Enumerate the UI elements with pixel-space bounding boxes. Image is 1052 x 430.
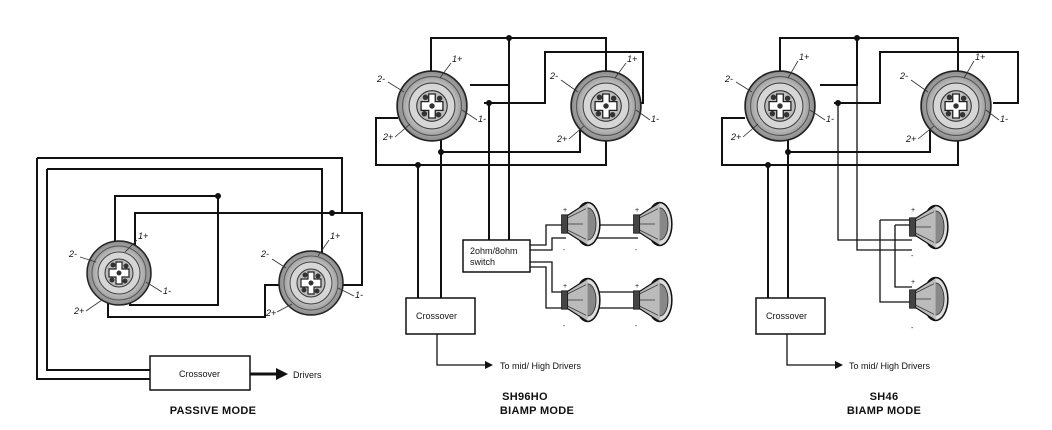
driver-plus-sh46-2: +: [911, 279, 915, 286]
woofer-driver-3: [560, 277, 601, 323]
terminal-1plus-sh96-r: 1+: [627, 54, 637, 64]
wire-sh46-d2a: [879, 220, 912, 303]
terminal-2minus-sh96-l: 2-: [376, 74, 385, 84]
driver-minus-3: -: [563, 323, 566, 330]
terminal-1minus-sh96-l: 1-: [478, 114, 486, 124]
wire-sh46-c: [721, 117, 959, 166]
wire-sw-d3a: [530, 261, 566, 293]
terminal-2plus-sh96-l: 2+: [382, 132, 393, 142]
driver-plus-3: +: [563, 283, 567, 290]
crossover-label-sh96: Crossover: [416, 311, 457, 321]
wire-sw-d3b: [530, 266, 566, 309]
terminal-1plus-right: 1+: [330, 231, 340, 241]
terminal-1minus-left: 1-: [163, 286, 171, 296]
speakon-connector-sh46-right: [920, 70, 992, 142]
terminal-1plus-sh96-l: 1+: [452, 54, 462, 64]
title-sh96ho: SH96HO: [502, 391, 548, 403]
to-mid-high-label-sh46: To mid/ High Drivers: [849, 361, 931, 371]
driver-minus-sh46-1: -: [911, 253, 914, 260]
woofer-driver-sh46-1: [908, 204, 949, 250]
woofer-driver-4: [632, 277, 673, 323]
wire-sh46-a: [820, 38, 858, 86]
driver-minus-4: -: [635, 323, 638, 330]
woofer-driver-1: [560, 201, 601, 247]
wire-sh96-d: [440, 128, 581, 153]
wire-sh96-a: [470, 38, 510, 86]
terminal-2minus-right: 2-: [260, 249, 269, 259]
wire-sh96-c: [375, 117, 607, 166]
terminal-2minus-sh46-r: 2-: [899, 71, 908, 81]
terminal-1plus-left: 1+: [138, 231, 148, 241]
crossover-box-sh46: [755, 297, 826, 335]
crossover-box-sh96: [405, 297, 476, 335]
driver-plus-1: +: [563, 207, 567, 214]
terminal-1minus-right: 1-: [355, 290, 363, 300]
terminal-1minus-sh46-r: 1-: [1000, 114, 1008, 124]
sh46-biamp-diagram: 2- 1+ 1- 2+ 2- 1+ 1- 2+ + - + - Crossove…: [721, 35, 1019, 417]
impedance-switch-box: [462, 239, 531, 273]
title-sh46-biamp: BIAMP MODE: [847, 405, 921, 417]
speakon-connector-sh96-right: [570, 70, 642, 142]
wire-sw-d1a: [530, 224, 566, 246]
terminal-2plus-sh96-r: 2+: [556, 134, 567, 144]
terminal-1plus-sh46-l: 1+: [799, 52, 809, 62]
wire-sh46-top: [779, 37, 959, 85]
title-sh46: SH46: [870, 391, 899, 403]
switch-label-line2: switch: [470, 257, 495, 267]
terminal-2minus-sh46-l: 2-: [724, 74, 733, 84]
wire-right-top: [134, 212, 363, 286]
driver-minus-sh46-2: -: [911, 325, 914, 332]
crossover-label-passive: Crossover: [179, 369, 220, 379]
crossover-label-sh46: Crossover: [766, 311, 807, 321]
terminal-1plus-sh46-r: 1+: [975, 52, 985, 62]
driver-minus-1: -: [563, 247, 566, 254]
title-sh96ho-biamp: BIAMP MODE: [500, 405, 574, 417]
terminal-1minus-sh46-l: 1-: [826, 114, 834, 124]
terminal-2plus-sh46-r: 2+: [905, 134, 916, 144]
terminal-2minus-left: 2-: [68, 249, 77, 259]
woofer-driver-2: [632, 201, 673, 247]
sh96ho-biamp-diagram: 2- 1+ 1- 2+ 2- 1+ 1- 2+ 2ohm/8ohm switch: [375, 35, 673, 417]
wire-sh46-b: [834, 51, 1019, 104]
speakon-connector-sh96-left: [396, 70, 468, 142]
woofer-driver-sh46-2: [908, 276, 949, 322]
speakon-connector-left: [86, 240, 152, 306]
to-mid-high-label-sh96: To mid/ High Drivers: [500, 361, 582, 371]
title-passive-mode: PASSIVE MODE: [170, 405, 257, 417]
wire-sw-d1b: [530, 237, 566, 251]
terminal-1minus-sh96-r: 1-: [651, 114, 659, 124]
wire-crossover-loop-outer: [36, 158, 150, 380]
wire-sh46-d2b: [894, 225, 912, 288]
wire-left-top: [114, 195, 219, 285]
wire-top-inner: [47, 168, 323, 285]
speakon-connector-sh46-left: [744, 70, 816, 142]
drivers-label: Drivers: [293, 370, 322, 380]
wire-bottom: [107, 284, 290, 318]
crossover-box-passive: [149, 355, 251, 391]
passive-mode-diagram: 2- 1+ 1- 2+ 2- 1+ 1- 2+ Crossover Driver…: [36, 157, 363, 417]
terminal-2minus-sh96-r: 2-: [549, 71, 558, 81]
wire-sh96-top: [430, 37, 607, 85]
wire-top-outer: [37, 157, 343, 213]
terminal-2plus-left: 2+: [73, 306, 84, 316]
driver-plus-4: +: [635, 283, 639, 290]
terminal-2plus-sh46-l: 2+: [730, 132, 741, 142]
switch-label-line1: 2ohm/8ohm: [470, 246, 518, 256]
wire-sh46-d: [787, 128, 931, 153]
wire-crossover-loop-inner: [46, 169, 150, 371]
terminal-2plus-right: 2+: [265, 308, 276, 318]
driver-plus-2: +: [635, 207, 639, 214]
wire-sh46-d1b: [856, 85, 912, 251]
wire-sh46-d1a: [837, 103, 912, 241]
driver-minus-2: -: [635, 247, 638, 254]
driver-plus-sh46-1: +: [911, 207, 915, 214]
